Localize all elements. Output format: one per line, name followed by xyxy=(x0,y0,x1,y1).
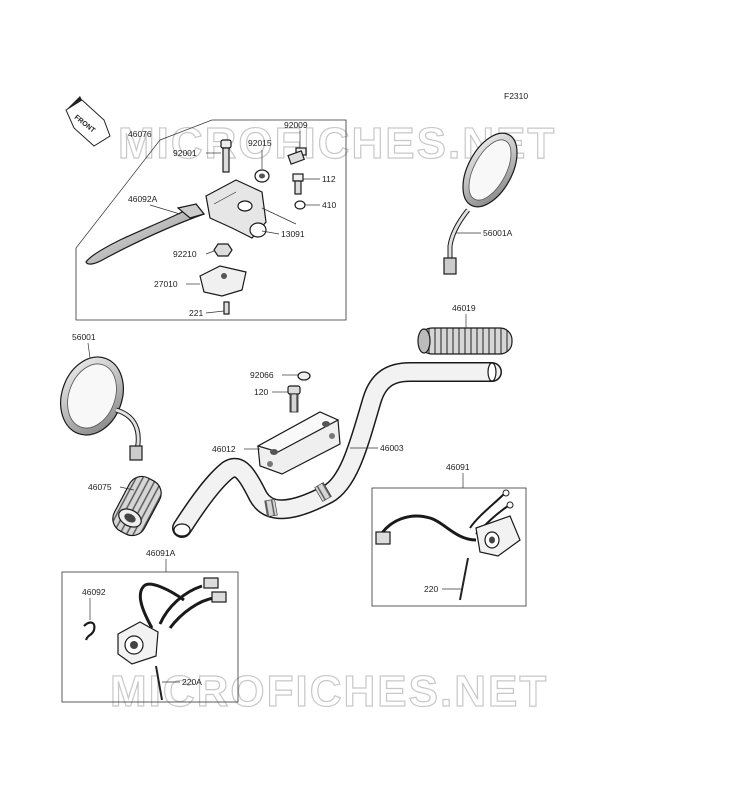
label-46092: 46092 xyxy=(82,587,106,597)
label-13091: 13091 xyxy=(281,229,305,239)
switch-27010 xyxy=(199,265,247,297)
clutch-lever-46092A xyxy=(85,203,206,265)
screw-221 xyxy=(223,301,230,315)
label-220A: 220A xyxy=(182,677,202,687)
bushing-92015 xyxy=(254,169,270,183)
label-46012: 46012 xyxy=(212,444,236,454)
right-switch-box xyxy=(371,487,527,607)
washer-410 xyxy=(294,200,306,210)
lever-assembly-box xyxy=(75,119,347,321)
label-46003: 46003 xyxy=(380,443,404,453)
mirror-56001A xyxy=(443,132,518,275)
grip-46019 xyxy=(417,327,513,355)
handlebar-46003 xyxy=(172,362,502,538)
label-92001: 92001 xyxy=(173,148,197,158)
cap-92066 xyxy=(297,371,311,381)
label-92066: 92066 xyxy=(250,370,274,380)
figure-code: F2310 xyxy=(504,91,528,101)
label-46092A: 46092A xyxy=(128,194,158,204)
grip-46075 xyxy=(112,475,162,537)
front-arrow-icon: FRONT xyxy=(65,96,111,147)
screw-220A xyxy=(155,665,163,701)
label-92210: 92210 xyxy=(173,249,197,259)
label-220: 220 xyxy=(424,584,438,594)
label-112: 112 xyxy=(322,174,336,184)
screw-220 xyxy=(459,557,469,601)
right-switch-assembly-group: 46091 xyxy=(371,462,527,607)
handlebar-holder-46012 xyxy=(256,411,341,475)
label-46075: 46075 xyxy=(88,482,112,492)
nut-92210 xyxy=(213,243,233,257)
label-221: 221 xyxy=(189,308,203,318)
label-46019: 46019 xyxy=(452,303,476,313)
lever-assembly-group: 46076 92001 92015 92009 112 4 xyxy=(75,119,347,321)
label-92015: 92015 xyxy=(248,138,272,148)
screw-92009 xyxy=(287,147,307,165)
cable-46092 xyxy=(83,621,96,641)
mirror-56001 xyxy=(60,356,143,461)
label-56001A: 56001A xyxy=(483,228,513,238)
label-27010: 27010 xyxy=(154,279,178,289)
label-92009: 92009 xyxy=(284,120,308,130)
label-46091: 46091 xyxy=(446,462,470,472)
bolt-120 xyxy=(287,385,301,413)
left-switch-box xyxy=(61,571,239,703)
label-46091A: 46091A xyxy=(146,548,176,558)
bolt-112 xyxy=(292,173,304,195)
lever-holder-13091 xyxy=(205,179,267,239)
label-56001: 56001 xyxy=(72,332,96,342)
watermark-bottom: MICROFICHES.NET xyxy=(110,667,548,716)
left-switch-assembly-group: 46091A xyxy=(61,548,239,703)
label-120: 120 xyxy=(254,387,268,397)
label-410: 410 xyxy=(322,200,336,210)
bolt-92001 xyxy=(220,139,232,173)
label-46076: 46076 xyxy=(128,129,152,139)
